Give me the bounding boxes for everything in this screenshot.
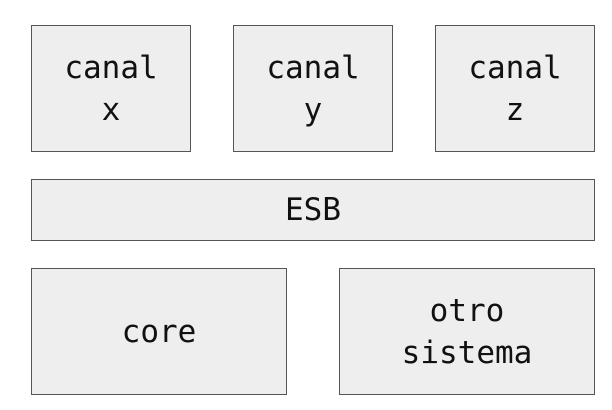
channel-z-box: canal z: [435, 25, 595, 152]
channel-y-label-line2: y: [303, 91, 323, 128]
core-system-box: core: [31, 268, 287, 395]
other-system-label-line2: sistema: [401, 334, 533, 371]
channel-x-box: canal x: [31, 25, 191, 152]
channel-x-label-line2: x: [101, 91, 121, 128]
channel-y-label-line1: canal: [266, 49, 360, 86]
esb-label: ESB: [285, 192, 341, 228]
channel-y-box: canal y: [233, 25, 393, 152]
channel-z-label: canal z: [468, 47, 561, 131]
core-label: core: [121, 313, 197, 350]
channel-x-label: canal x: [64, 47, 157, 131]
other-system-label: otro sistema: [402, 290, 533, 374]
channel-z-label-line1: canal: [468, 49, 562, 86]
channel-y-label: canal y: [266, 47, 359, 131]
esb-bus-box: ESB: [31, 179, 595, 241]
channel-x-label-line1: canal: [64, 49, 158, 86]
other-system-label-line1: otro: [429, 292, 505, 329]
channel-z-label-line2: z: [505, 91, 525, 128]
other-system-box: otro sistema: [339, 268, 595, 395]
